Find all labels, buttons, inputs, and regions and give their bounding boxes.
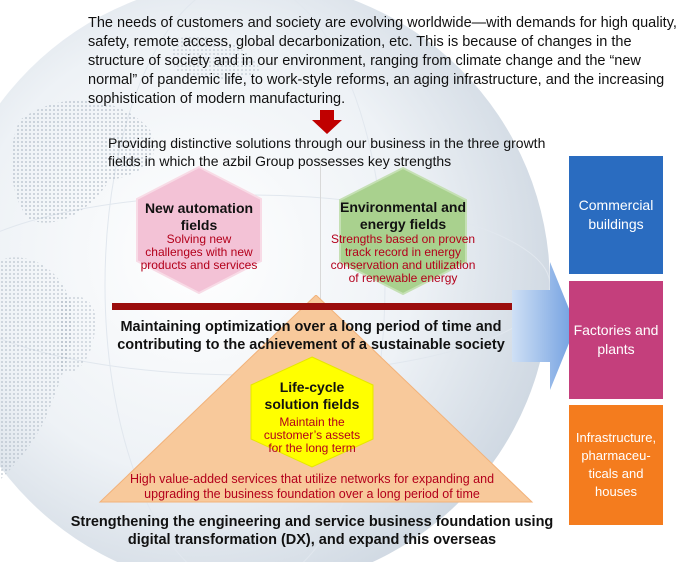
environmental-hexagon	[339, 166, 467, 296]
down-arrow-icon	[312, 110, 342, 134]
lifecycle-hexagon	[250, 356, 374, 468]
market-commercial-buildings: Commercial buildings	[569, 156, 663, 274]
providing-text: Providing distinctive solutions through …	[108, 135, 546, 169]
lifecycle-services-text: High value-added services that utilize n…	[129, 472, 495, 501]
maintain-text: Maintaining optimization over a long per…	[117, 319, 505, 353]
new-automation-title: New automation fields	[144, 200, 254, 233]
strengthening-text: Strengthening the engineering and servic…	[70, 514, 554, 548]
environmental-title: Environmental and energy fields	[339, 199, 467, 232]
new-automation-desc: Solving new challenges with new products…	[140, 232, 258, 272]
red-divider-bar	[112, 303, 514, 310]
market-infrastructure: Infrastructure, pharmaceu-ticals and hou…	[569, 405, 663, 525]
lifecycle-title: Life-cycle solution fields	[264, 379, 360, 412]
divider-line	[320, 160, 321, 303]
lifecycle-desc: Maintain the customer’s assets for the l…	[263, 415, 361, 455]
environmental-desc: Strengths based on proven track record i…	[330, 232, 476, 285]
right-arrow-icon	[512, 262, 576, 390]
market-factories-plants: Factories and plants	[569, 281, 663, 399]
intro-paragraph: The needs of customers and society are e…	[88, 15, 677, 107]
new-automation-hexagon	[136, 165, 262, 295]
